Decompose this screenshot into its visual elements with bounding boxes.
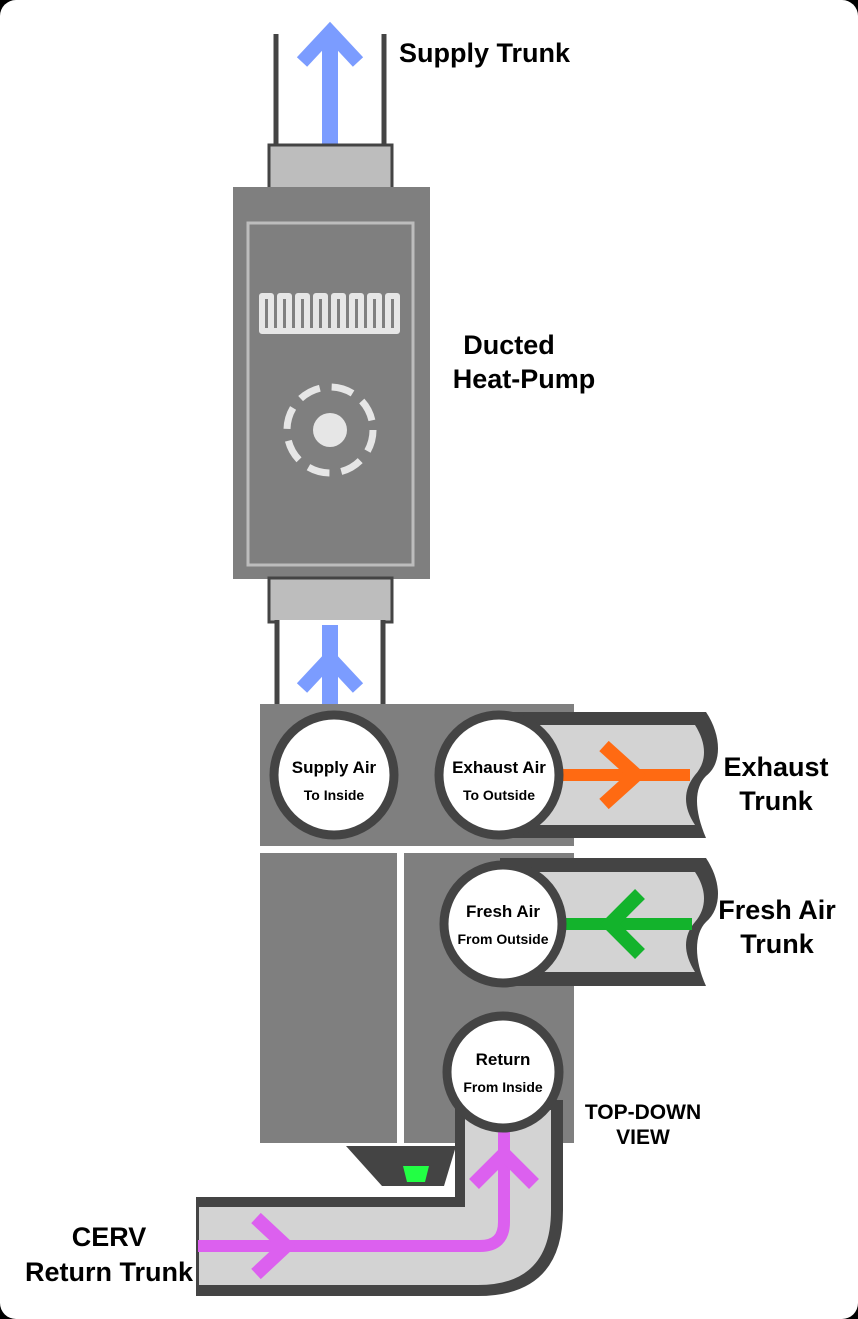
heating-coil-icon — [259, 293, 400, 334]
heat-pump-label-line2: Heat-Pump — [453, 364, 596, 394]
fan-icon — [283, 383, 377, 477]
supply-air-port-subtitle: To Inside — [304, 787, 365, 803]
return-port-title: Return — [476, 1050, 531, 1069]
exhaust-air-port-subtitle: To Outside — [463, 787, 535, 803]
supply-air-port-title: Supply Air — [292, 758, 377, 777]
return-port-subtitle: From Inside — [463, 1079, 543, 1095]
exhaust-air-port: Exhaust Air To Outside — [434, 710, 564, 840]
supply-collar-bottom — [267, 576, 394, 624]
supply-trunk-label: Supply Trunk — [399, 38, 571, 68]
fresh-air-trunk-label-line2: Trunk — [740, 929, 814, 959]
fresh-air-port-title: Fresh Air — [466, 902, 540, 921]
top-down-view-label-line1: TOP-DOWN — [585, 1101, 701, 1124]
status-indicator-icon — [346, 1146, 456, 1186]
ducted-heat-pump — [233, 187, 430, 579]
heat-pump-label-line1: Ducted — [463, 330, 555, 360]
cerv-return-trunk-duct — [196, 1100, 563, 1296]
fresh-air-port: Fresh Air From Outside — [439, 860, 567, 988]
supply-air-port: Supply Air To Inside — [269, 710, 399, 840]
top-down-view-label-line2: VIEW — [616, 1126, 670, 1149]
exhaust-trunk-label-line2: Trunk — [739, 786, 813, 816]
exhaust-trunk-label-line1: Exhaust — [723, 752, 828, 782]
fresh-air-trunk-label-line1: Fresh Air — [718, 895, 836, 925]
supply-collar-top — [267, 143, 394, 191]
exhaust-air-port-title: Exhaust Air — [452, 758, 546, 777]
cerv-return-trunk-label-line2: Return Trunk — [25, 1257, 194, 1287]
cerv-return-trunk-label-line1: CERV — [72, 1222, 147, 1252]
fresh-air-port-subtitle: From Outside — [457, 931, 548, 947]
return-port: Return From Inside — [442, 1011, 564, 1133]
supply-trunk-duct — [273, 21, 387, 152]
